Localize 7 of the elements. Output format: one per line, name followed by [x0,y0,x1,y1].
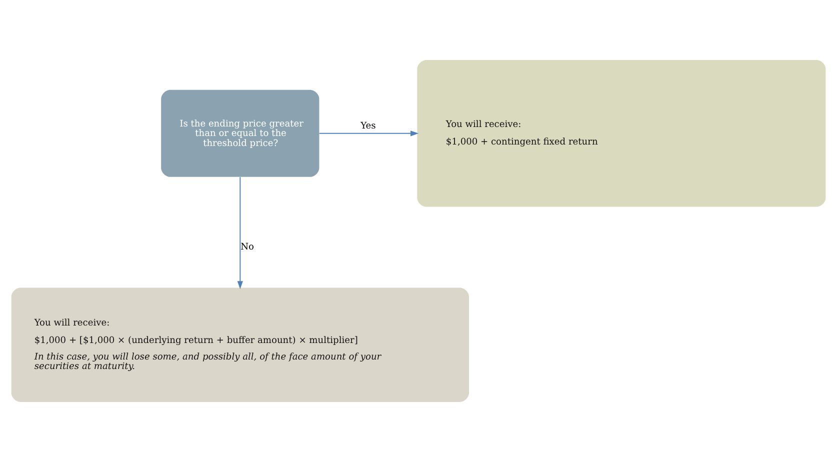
node-box: You will receive: $1,000 + contingent fixed return [417,60,826,207]
edge-label: No [240,242,254,253]
arrow [237,176,243,290]
node-box: You will receive: $1,000 + [$1,000 × (underlying return + buffer amount) × multiplier] In this case, you will lose some, and possibly all, of the face amount of your securities at maturity. [11,288,469,402]
node-box: Is the ending price greater than or equal to the threshold price? [161,90,320,177]
arrow [318,130,419,136]
edge-label: Yes [360,122,376,132]
